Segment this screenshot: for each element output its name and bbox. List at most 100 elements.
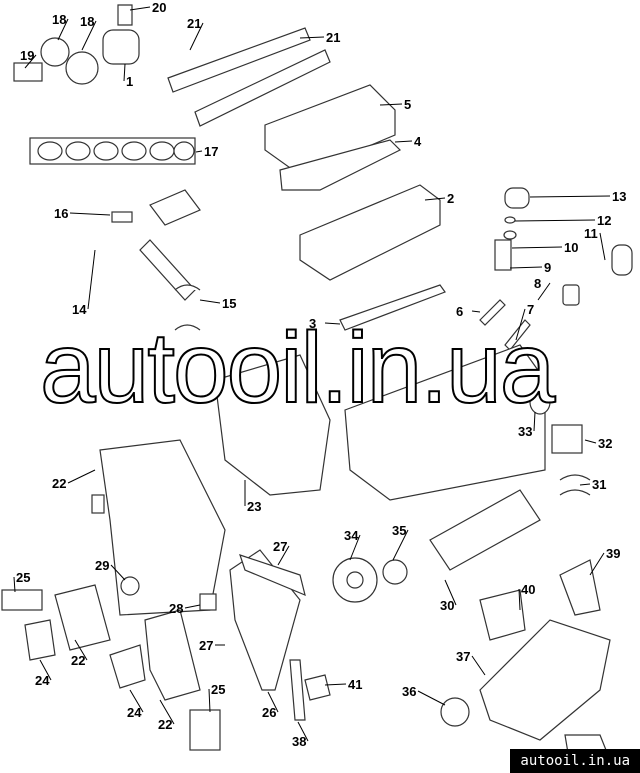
callout-18: 18 [52, 12, 66, 27]
leader-line [589, 552, 605, 576]
callout-10: 10 [564, 240, 578, 255]
leader-line [444, 579, 457, 606]
leader-line [39, 659, 52, 681]
callout-12: 12 [597, 213, 611, 228]
leader-line [87, 249, 96, 310]
water-pump-and-covers [1, 584, 221, 751]
callout-11: 11 [584, 226, 598, 241]
callout-3: 3 [309, 316, 316, 331]
cylinder-head [299, 184, 446, 331]
callout-1: 1 [126, 74, 133, 89]
callout-19: 19 [20, 48, 34, 63]
leader-line [299, 36, 325, 39]
callout-25: 25 [16, 570, 30, 585]
leader-line [24, 54, 37, 69]
leader-line [297, 721, 309, 742]
leader-line [579, 483, 591, 486]
callout-13: 13 [612, 189, 626, 204]
callout-6: 6 [456, 304, 463, 319]
leader-line [599, 232, 606, 261]
valve-cover [264, 84, 402, 191]
valve-components [479, 187, 633, 351]
callout-30: 30 [440, 598, 454, 613]
engine-block [344, 344, 591, 501]
leader-line [424, 197, 446, 201]
leader-line [349, 534, 361, 561]
callout-38: 38 [292, 734, 306, 749]
callout-39: 39 [606, 546, 620, 561]
callout-21: 21 [326, 30, 340, 45]
leader-line [471, 655, 486, 676]
leader-line [529, 195, 611, 198]
leader-line [515, 308, 526, 341]
leader-line [195, 150, 203, 153]
callout-21: 21 [187, 16, 201, 31]
leader-line [537, 282, 551, 301]
callout-32: 32 [598, 436, 612, 451]
leader-line [471, 310, 481, 313]
leader-line [518, 588, 521, 611]
piston-rings [29, 137, 196, 165]
callout-36: 36 [402, 684, 416, 699]
callout-31: 31 [592, 477, 606, 492]
leader-line [511, 246, 563, 249]
camshaft-sprockets [13, 4, 140, 85]
callout-41: 41 [348, 677, 362, 692]
leader-line [69, 212, 111, 216]
leader-line [123, 63, 126, 82]
callout-35: 35 [392, 523, 406, 538]
callout-16: 16 [54, 206, 68, 221]
callout-9: 9 [544, 260, 551, 275]
leader-line [514, 219, 596, 222]
callout-33: 33 [518, 424, 532, 439]
callout-34: 34 [344, 528, 359, 543]
camshafts [167, 27, 331, 127]
leader-line [199, 299, 221, 304]
leader-line [509, 266, 543, 269]
callout-26: 26 [262, 705, 276, 720]
callout-24: 24 [35, 673, 50, 688]
callout-20: 20 [152, 0, 166, 15]
leader-line [379, 103, 403, 106]
leader-line [74, 639, 88, 661]
callout-29: 29 [95, 558, 109, 573]
callout-17: 17 [204, 144, 218, 159]
leader-line [277, 545, 290, 566]
leader-line [394, 140, 413, 143]
callout-28: 28 [169, 601, 183, 616]
callout-8: 8 [534, 276, 541, 291]
oil-pump-and-pan [440, 559, 611, 766]
callout-15: 15 [222, 296, 236, 311]
callout-14: 14 [72, 302, 87, 317]
leader-line [184, 604, 201, 609]
callout-23: 23 [247, 499, 261, 514]
leader-line [324, 683, 347, 686]
callout-40: 40 [521, 582, 535, 597]
callout-22: 22 [71, 653, 85, 668]
leader-line [267, 691, 279, 713]
leader-line [57, 18, 69, 41]
leader-line [208, 688, 211, 713]
callout-27: 27 [199, 638, 213, 653]
callout-25: 25 [211, 682, 225, 697]
callout-18: 18 [80, 14, 94, 29]
leader-line [533, 411, 536, 432]
callout-2: 2 [447, 191, 454, 206]
callout-24: 24 [127, 705, 142, 720]
callout-37: 37 [456, 649, 470, 664]
leader-line [392, 529, 409, 561]
piston-and-rod [111, 189, 201, 331]
callout-4: 4 [414, 134, 422, 149]
callout-22: 22 [52, 476, 66, 491]
leader-line [584, 439, 597, 444]
leader-line [129, 689, 144, 713]
leader-line [189, 22, 204, 51]
leader-line [417, 690, 446, 706]
leader-lines [13, 6, 611, 742]
watermark: autooil.in.ua [39, 312, 556, 424]
leader-line [324, 322, 341, 325]
crankshaft-pulleys [332, 489, 541, 603]
leader-line [129, 6, 151, 11]
callout-22: 22 [158, 717, 172, 732]
